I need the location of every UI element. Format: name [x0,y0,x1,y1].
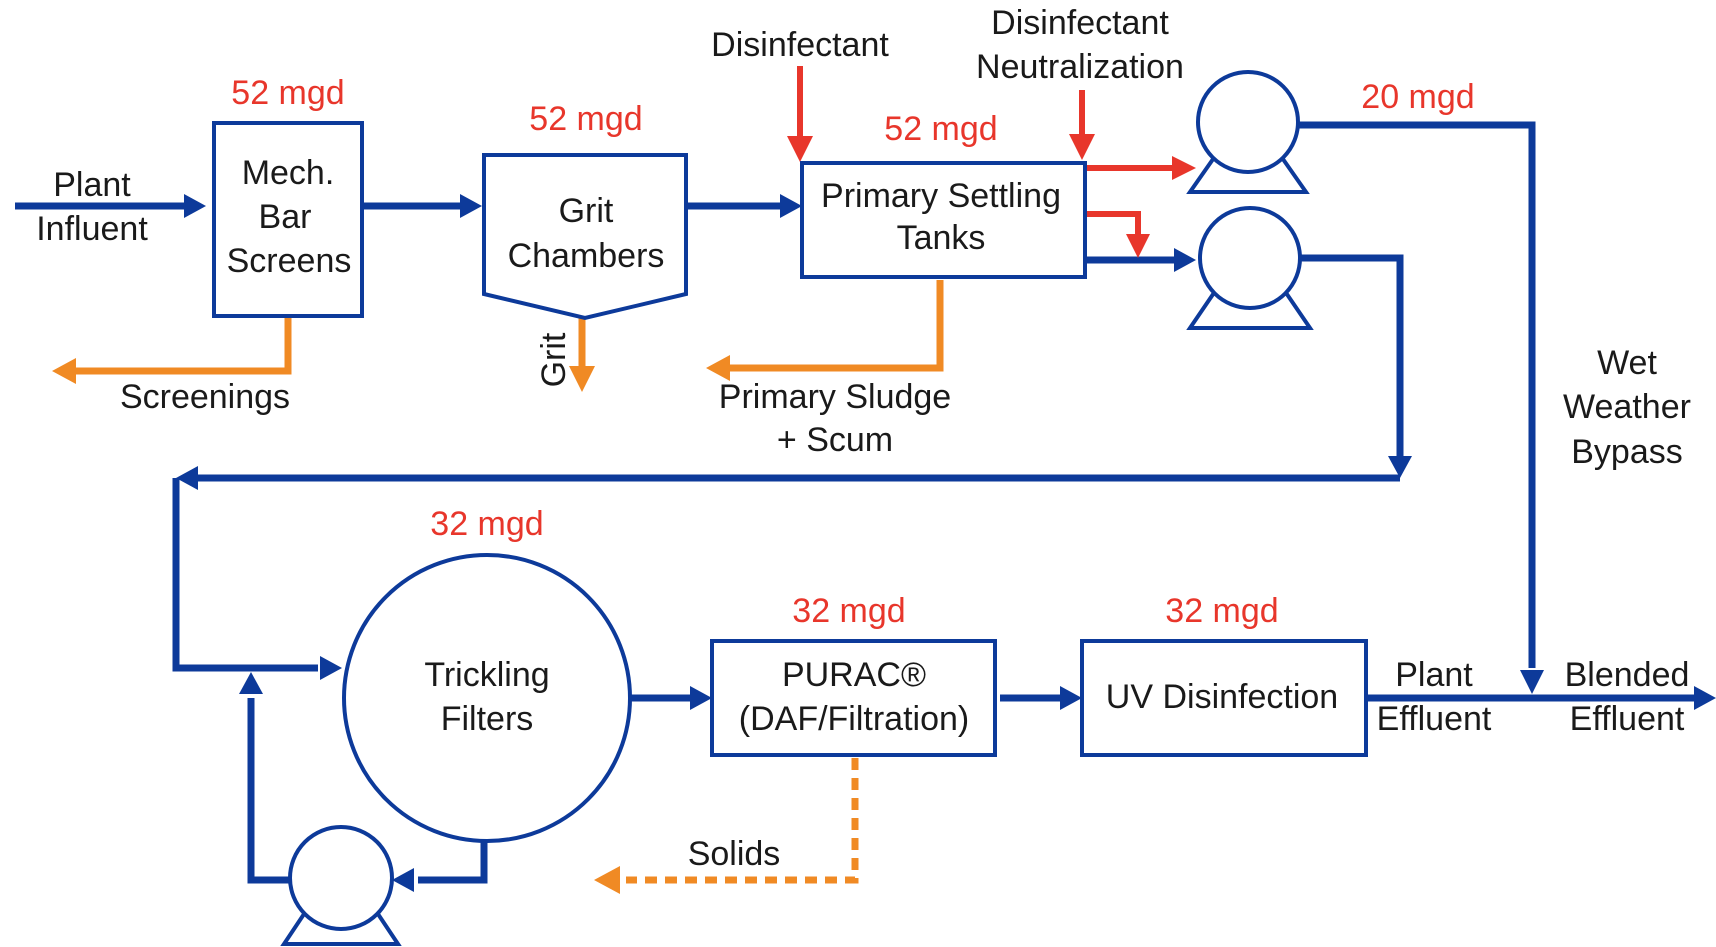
influent-label-2: Influent [36,210,148,248]
purac-label-1: PURAC® [782,656,926,694]
bar-screens-unit [212,121,364,318]
flow-bypass: 20 mgd [1361,78,1474,116]
arrowhead [1388,456,1412,478]
plant-effluent-label-1: Plant [1395,656,1473,694]
arrowhead [690,686,712,710]
arrowhead [780,194,802,218]
trickling-filters-label-2: Filters [441,700,534,738]
flow-trickling-filters: 32 mgd [430,505,543,543]
flow-bar-screens: 52 mgd [231,74,344,112]
arrowhead [1069,134,1095,160]
flow-purac: 32 mgd [792,592,905,630]
influent-label-1: Plant [53,166,131,204]
to-filters-line [172,478,318,672]
flow-primary-settling: 52 mgd [884,110,997,148]
grit-chambers-label-2: Chambers [508,237,665,275]
disinfectant-label: Disinfectant [711,26,889,64]
screenings-label: Screenings [120,378,290,416]
uv-disinfection-unit [1080,639,1368,757]
bypass-label-1: Wet [1597,344,1657,382]
arrowhead [184,194,206,218]
grit-chambers-label-1: Grit [559,192,614,230]
trickling-filters-unit [342,553,632,843]
bar-screens-label-2: Bar [259,198,312,236]
arrowhead [1520,670,1544,694]
arrowhead [1174,248,1196,272]
grit-label: Grit [535,332,573,387]
purac-unit [710,639,997,757]
solids-lines [52,280,944,894]
sludge-label-2: + Scum [777,421,893,459]
process-lines [15,121,1716,892]
blended-effluent-label-1: Blended [1565,656,1690,694]
pump-icon [1186,70,1310,194]
arrowhead [569,366,595,392]
arrowhead [1694,686,1716,710]
neutralization-label-2: Neutralization [976,48,1184,86]
pump-icon [1186,206,1314,330]
primary-settling-unit [800,161,1087,279]
arrowhead [1172,156,1196,180]
flow-uv: 32 mgd [1165,592,1278,630]
arrowhead [706,355,730,381]
arrowhead [52,358,76,384]
arrowhead [1126,234,1150,258]
grit-chambers-unit [482,153,688,321]
arrowhead [176,466,198,490]
primary-settling-label-2: Tanks [897,219,986,257]
bypass-line [1296,121,1536,668]
arrowhead [460,194,482,218]
purac-label-2: (DAF/Filtration) [739,700,969,738]
blended-effluent-label-2: Effluent [1570,700,1685,738]
primary-settling-label-1: Primary Settling [821,177,1061,215]
pump-icon [280,825,402,946]
solids-label: Solids [688,835,781,873]
solids-line [626,758,859,884]
arrowhead [392,868,414,892]
neutralization-label-1: Disinfectant [991,4,1169,42]
uv-disinfection-label: UV Disinfection [1106,678,1338,716]
bar-screens-label-1: Mech. [242,154,335,192]
flow-grit-chambers: 52 mgd [529,100,642,138]
dosing-line-2 [1085,211,1141,236]
arrowhead [320,656,342,680]
arrowhead [787,136,813,162]
recirc-line [418,840,488,884]
chemical-lines [787,66,1196,258]
bar-screens-label-3: Screens [227,242,352,280]
screenings-line [76,318,292,375]
recirc-up-line [247,698,290,884]
trickling-filters-label-1: Trickling [424,656,549,694]
arrowhead [594,866,620,894]
plant-effluent-label-2: Effluent [1377,700,1492,738]
pump-down-line [1300,254,1404,456]
arrowhead [239,672,263,694]
bypass-label-2: Weather [1563,388,1691,426]
bypass-label-3: Bypass [1571,433,1683,471]
sludge-line [730,280,944,372]
arrowhead [1060,686,1082,710]
sludge-label-1: Primary Sludge [719,378,951,416]
